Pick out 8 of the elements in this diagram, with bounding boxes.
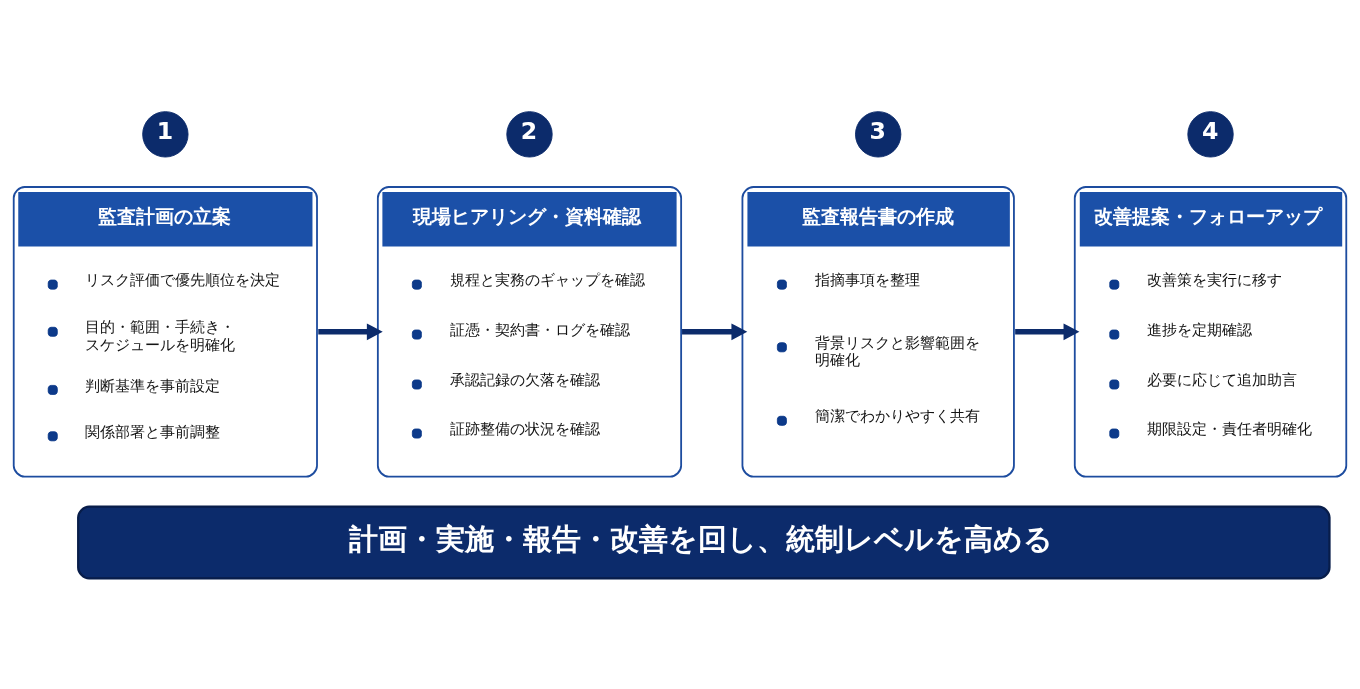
node-circle: 4 [1187,110,1234,157]
arrow [682,323,748,340]
node-circle: 3 [855,110,902,157]
arrow [318,323,383,340]
node-circle: 2 [506,110,553,157]
node-box: 計画・実施・報告・改善を回し、統制レベルを高める [77,505,1331,579]
node-circle: 1 [142,110,189,157]
arrow [1015,323,1080,340]
